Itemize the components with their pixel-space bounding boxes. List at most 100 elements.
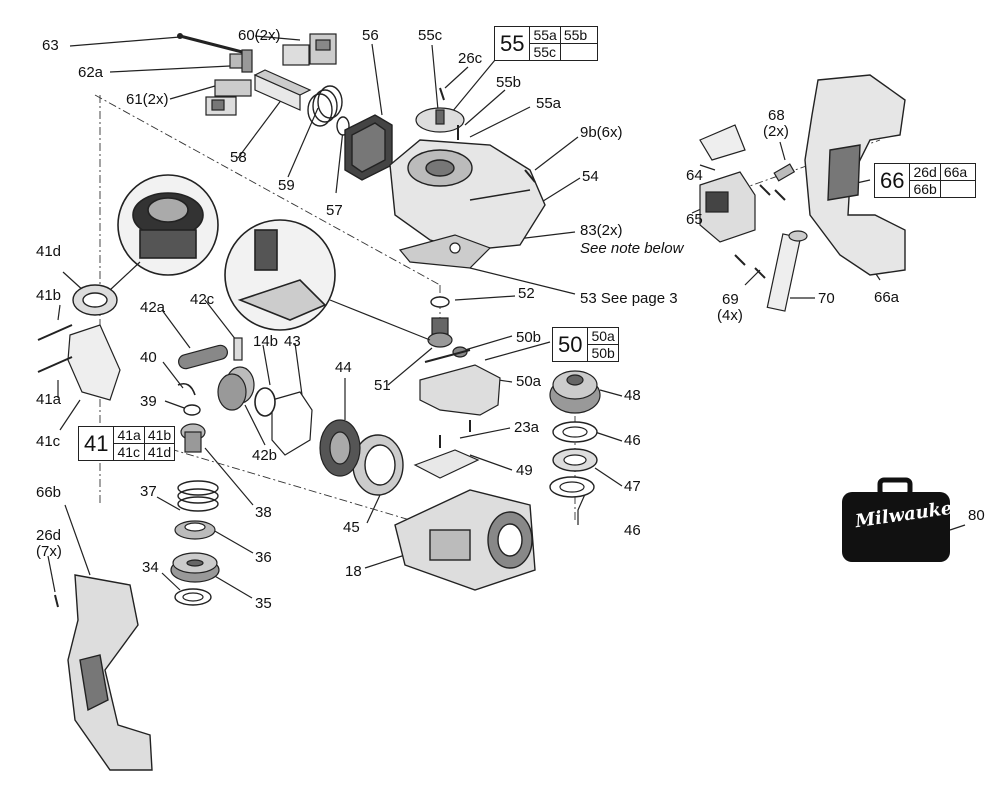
leader-39 xyxy=(164,400,188,410)
leader-34 xyxy=(161,572,181,591)
leader-61 xyxy=(169,85,216,100)
leader-57 xyxy=(335,129,344,194)
label-42a: 42a xyxy=(140,299,166,316)
group-table-66: 66 26d 66a 66b xyxy=(873,163,976,198)
seal-56 xyxy=(344,114,393,181)
group-55-cell: 55c xyxy=(529,43,561,61)
leader-23a xyxy=(459,427,511,439)
leader-62a xyxy=(109,65,231,73)
label-34: 34 xyxy=(142,559,159,576)
washer-39 xyxy=(183,404,201,416)
leader-55b xyxy=(464,89,506,126)
label-9b: 9b(6x) xyxy=(580,124,623,141)
leader-48 xyxy=(599,389,623,397)
leader-26d xyxy=(47,555,56,593)
rotor-44 xyxy=(319,419,361,477)
leader-63 xyxy=(69,36,181,47)
label-23a: 23a xyxy=(514,419,540,436)
label-54: 54 xyxy=(582,168,599,185)
group-50-main: 50 xyxy=(551,327,589,362)
screw-9b xyxy=(524,169,536,183)
note-see-below: See note below xyxy=(580,240,684,257)
pinion-51 xyxy=(427,317,453,348)
group-66-cell: 66b xyxy=(909,180,941,198)
pin-42c xyxy=(233,337,243,361)
label-63: 63 xyxy=(42,37,59,54)
label-41c: 41c xyxy=(36,433,61,450)
label-80: 80 xyxy=(968,507,985,524)
label-55c: 55c xyxy=(418,27,443,44)
group-55-cell: 55b xyxy=(559,26,598,44)
label-40: 40 xyxy=(140,349,157,366)
leader-60 xyxy=(254,35,301,41)
label-36: 36 xyxy=(255,549,272,566)
leader-64 xyxy=(699,164,716,171)
switch-bracket-64 xyxy=(699,124,746,161)
label-66b: 66b xyxy=(36,484,62,501)
leader-18 xyxy=(364,554,406,569)
label-48: 48 xyxy=(624,387,641,404)
ring-14b xyxy=(254,387,276,417)
label-60: 60(2x) xyxy=(238,27,281,44)
label-53: 53 See page 3 xyxy=(580,290,678,307)
label-68-qty: (2x) xyxy=(763,123,789,140)
brush-60 xyxy=(282,33,337,66)
label-62a: 62a xyxy=(78,64,104,81)
gasket-43 xyxy=(271,391,313,456)
screw-26c xyxy=(439,87,445,101)
leader-9b xyxy=(534,136,579,171)
spring-37 xyxy=(177,480,219,512)
group-41-main: 41 xyxy=(77,426,115,461)
handle-half-66b xyxy=(67,574,153,771)
group-table-50: 50 50a 50b xyxy=(551,327,619,362)
group-55-cell xyxy=(559,43,598,61)
label-26d: 26d xyxy=(36,527,62,544)
leader-53 xyxy=(469,267,576,295)
label-61: 61(2x) xyxy=(126,91,169,108)
group-41-cell: 41a xyxy=(113,426,145,444)
brush-holder-62a xyxy=(229,49,253,73)
detail-circle-motor xyxy=(117,174,219,276)
label-42c: 42c xyxy=(190,291,215,308)
group-50-cell: 50b xyxy=(587,344,619,362)
label-35: 35 xyxy=(255,595,272,612)
leader-56 xyxy=(371,43,383,116)
switch-65 xyxy=(699,171,756,243)
label-45: 45 xyxy=(343,519,360,536)
label-26d-qty: (7x) xyxy=(36,543,62,560)
leader-80 xyxy=(949,524,966,531)
label-46-lower: 46 xyxy=(624,522,641,539)
leader-58 xyxy=(237,94,286,159)
label-26c: 26c xyxy=(458,50,483,67)
screw-long-63 xyxy=(177,33,251,56)
leader-42a xyxy=(161,309,191,349)
cap-55c xyxy=(415,107,465,133)
leader-36 xyxy=(212,529,254,554)
group-66-cell xyxy=(939,180,976,198)
leader-55-table xyxy=(451,59,496,113)
label-41b: 41b xyxy=(36,287,62,304)
gear-housing-18 xyxy=(394,489,536,591)
label-64: 64 xyxy=(686,167,703,184)
clip-40 xyxy=(177,382,196,396)
label-38: 38 xyxy=(255,504,272,521)
label-83: 83(2x) xyxy=(580,222,623,239)
label-66a: 66a xyxy=(874,289,900,306)
axis-diagonal-upper xyxy=(94,94,441,286)
leader-26c xyxy=(444,66,469,89)
leader-41c xyxy=(59,399,81,431)
label-44: 44 xyxy=(335,359,352,376)
leader-46a xyxy=(594,431,623,442)
detail-circle-pinion xyxy=(224,219,336,331)
label-65: 65 xyxy=(686,211,703,228)
leader-49 xyxy=(469,454,513,471)
group-41-cell: 41b xyxy=(143,426,176,444)
group-66-cell: 66a xyxy=(939,163,976,181)
axis-lower xyxy=(139,439,411,521)
leader-42c xyxy=(204,299,237,341)
spindle-38 xyxy=(180,423,206,453)
leader-50b xyxy=(464,335,513,351)
leader-52 xyxy=(454,295,516,301)
drum-42b xyxy=(217,366,255,411)
